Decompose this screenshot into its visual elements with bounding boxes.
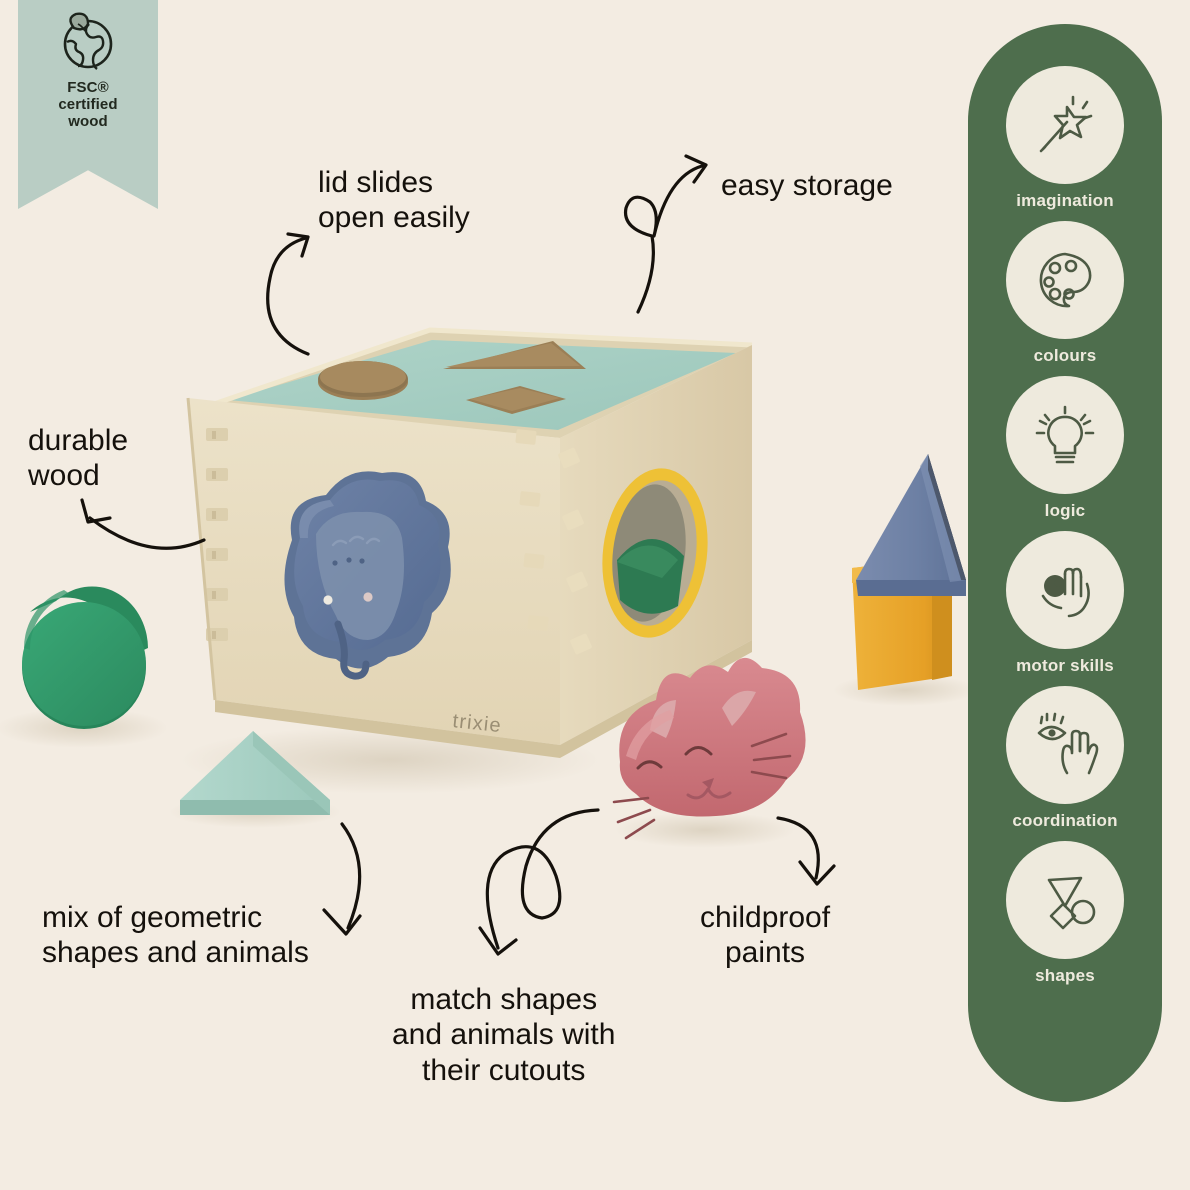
geometric-shapes-icon bbox=[1047, 876, 1096, 930]
benefit-disc bbox=[1006, 376, 1124, 494]
cylinder-piece bbox=[22, 586, 148, 729]
benefit-disc bbox=[1006, 66, 1124, 184]
benefit-item-motor-skills[interactable]: motor skills bbox=[1006, 531, 1124, 676]
benefit-label: imagination bbox=[1016, 191, 1114, 210]
lightbulb-icon bbox=[1035, 405, 1095, 464]
benefit-label: shapes bbox=[1035, 966, 1095, 985]
triangle-piece bbox=[180, 731, 330, 815]
annotation-easy-storage: easy storage bbox=[721, 169, 893, 202]
fsc-line-1: FSC® bbox=[67, 79, 109, 96]
benefits-panel: imagination colours bbox=[968, 24, 1162, 1102]
hand-holding-ball-icon-wrap bbox=[1006, 531, 1124, 649]
cat-piece bbox=[612, 657, 806, 840]
fsc-line-2: certified bbox=[58, 95, 118, 113]
benefit-label: logic bbox=[1044, 501, 1086, 520]
eye-and-hand-icon bbox=[1037, 712, 1099, 775]
oval-cutout bbox=[602, 468, 708, 638]
benefit-item-colours[interactable]: colours bbox=[1006, 221, 1124, 366]
magic-wand-icon bbox=[1039, 95, 1093, 153]
hand-holding-ball-icon bbox=[1041, 567, 1090, 618]
box-right-face: trixie bbox=[451, 345, 752, 745]
annotation-lid-slides: lid slides open easily bbox=[318, 166, 470, 235]
sorter-lid bbox=[213, 327, 753, 438]
annotation-childproof: childproof paints bbox=[700, 901, 831, 970]
elephant-piece bbox=[284, 471, 451, 680]
benefit-disc bbox=[1006, 841, 1124, 959]
benefit-disc bbox=[1006, 686, 1124, 804]
benefit-label: colours bbox=[1033, 346, 1097, 365]
annotation-mix-shapes: mix of geometric shapes and animals bbox=[42, 901, 309, 970]
annotation-durable-wood: durable wood bbox=[28, 424, 129, 493]
benefit-disc bbox=[1006, 221, 1124, 339]
benefit-item-imagination[interactable]: imagination bbox=[1006, 66, 1124, 211]
paint-palette-icon bbox=[1039, 252, 1092, 308]
benefit-label: coordination bbox=[1012, 811, 1118, 830]
roof-piece bbox=[856, 454, 966, 596]
fsc-line-3: wood bbox=[68, 112, 108, 130]
benefit-item-shapes[interactable]: shapes bbox=[1006, 841, 1124, 986]
benefit-item-logic[interactable]: logic bbox=[1006, 376, 1124, 521]
fsc-badge-text: FSC® certified wood bbox=[58, 79, 118, 130]
globe-leaf-icon bbox=[63, 12, 113, 70]
benefit-label: motor skills bbox=[1016, 656, 1114, 675]
annotation-match-shapes: match shapes and animals with their cuto… bbox=[392, 983, 616, 1087]
fsc-badge: FSC® certified wood bbox=[18, 0, 158, 209]
benefit-item-coordination[interactable]: coordination bbox=[1006, 686, 1124, 831]
